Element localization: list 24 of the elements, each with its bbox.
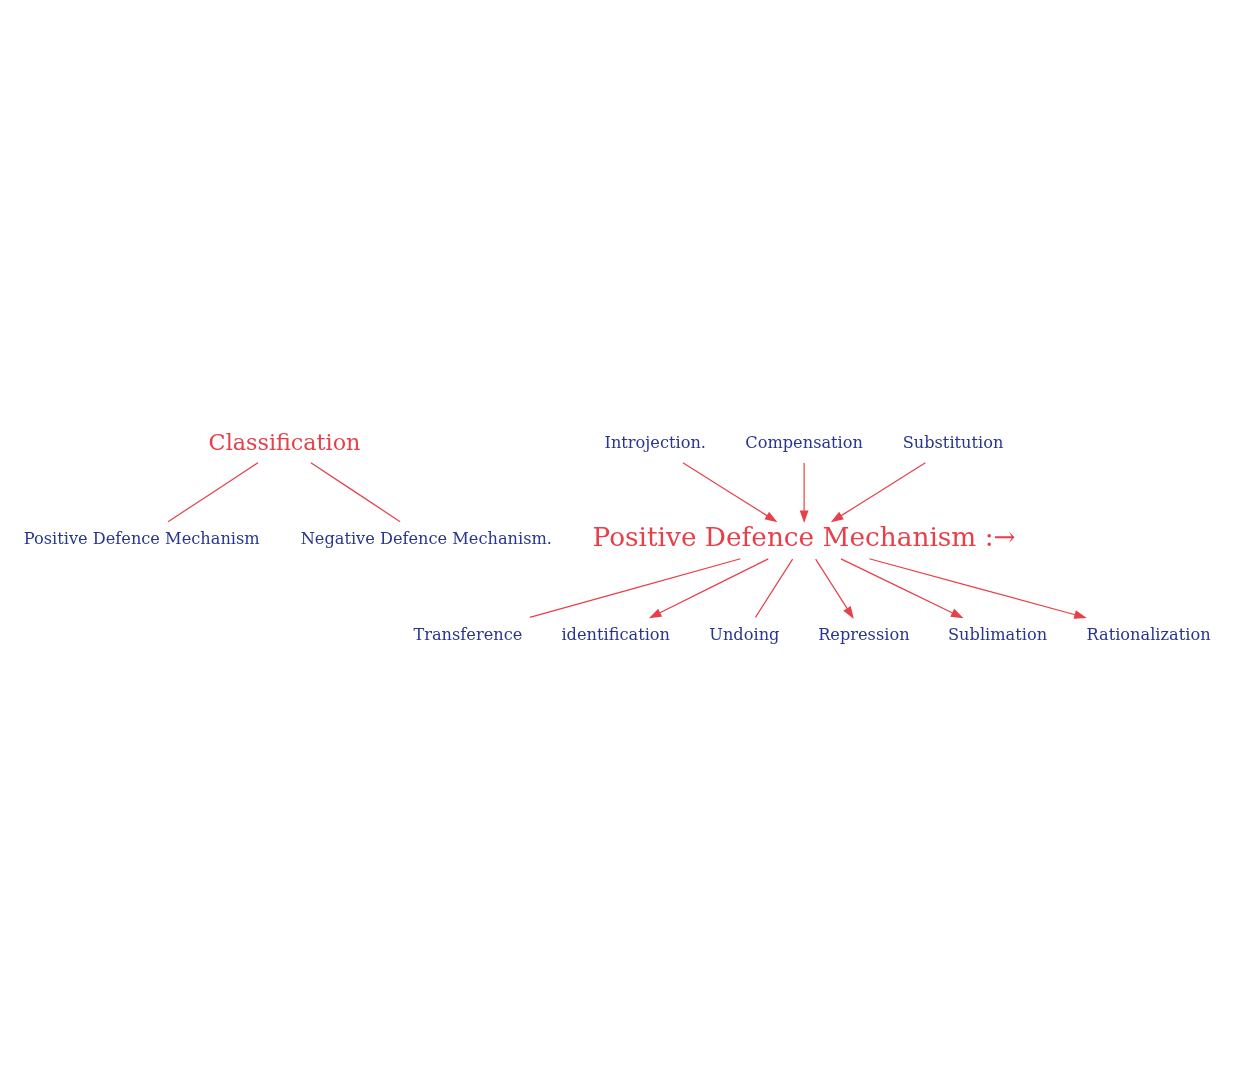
arrow: [815, 557, 854, 619]
arrow: [799, 461, 809, 523]
node-text: Classification: [208, 428, 361, 455]
node-text: Transference: [413, 624, 523, 644]
node-text: Substitution: [902, 432, 1004, 452]
arrow: [648, 557, 769, 618]
connector: [167, 461, 259, 522]
arrow: [840, 557, 964, 618]
node-text: Introjection.: [604, 432, 706, 452]
arrow: [868, 557, 1087, 619]
node-text: Positive Defence Mechanism :→: [592, 521, 1016, 552]
node-text: Compensation: [745, 432, 863, 452]
arrow: [682, 461, 778, 522]
arrow: [830, 461, 926, 522]
node-text: Negative Defence Mechanism.: [300, 528, 553, 548]
node-text: Undoing: [709, 624, 780, 644]
node-text: Sublimation: [948, 624, 1048, 644]
node-text: identification: [561, 624, 671, 644]
connector: [529, 557, 742, 618]
connector: [754, 557, 794, 618]
node-text: Positive Defence Mechanism: [23, 528, 260, 548]
connector: [310, 461, 401, 522]
node-text: Rationalization: [1086, 624, 1211, 644]
node-text: Repression: [818, 624, 910, 644]
